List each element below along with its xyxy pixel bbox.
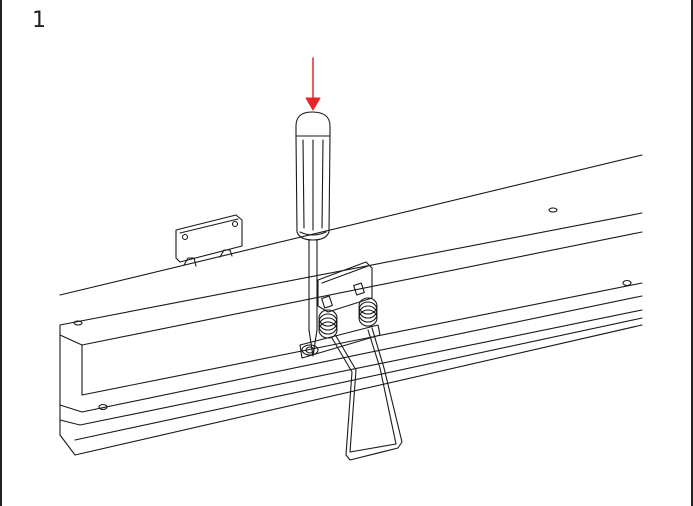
fixture-housing	[59, 154, 643, 456]
torsion-spring-left	[318, 309, 338, 339]
spring-wire	[331, 327, 403, 461]
torsion-spring-right	[358, 297, 378, 327]
left-mounting-bracket	[175, 214, 243, 267]
screwdriver-icon	[295, 111, 331, 357]
screw-marker	[98, 403, 108, 411]
panel-border-right	[691, 0, 693, 506]
screw-marker	[73, 320, 83, 326]
spring-clip-bracket	[299, 261, 381, 359]
screw-marker	[548, 207, 558, 213]
step-number: 1	[32, 8, 46, 33]
screw-marker	[622, 279, 632, 287]
down-arrow-icon	[305, 57, 321, 111]
panel-border-left	[0, 0, 2, 506]
